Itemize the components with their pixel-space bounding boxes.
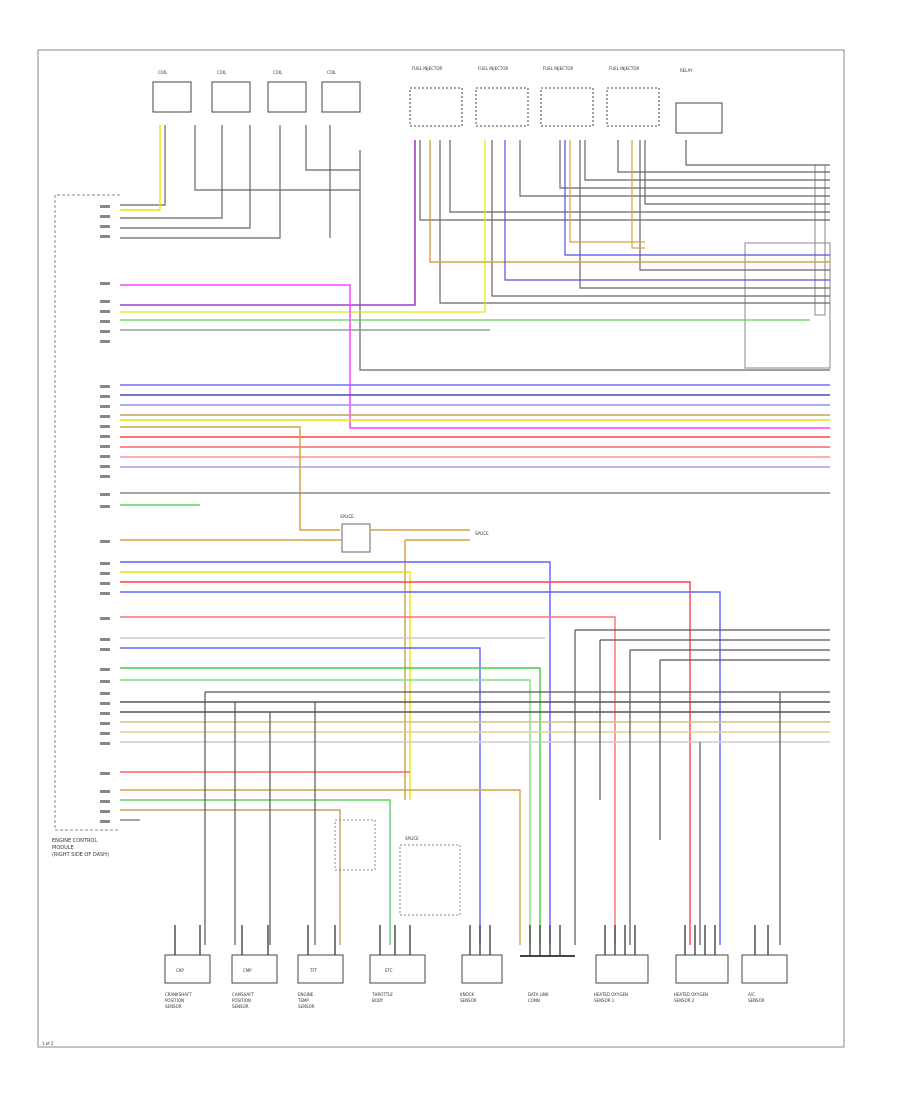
wire-blue-2: [564, 140, 830, 256]
wires-mid-bus: [120, 384, 830, 531]
comp-cmp-box-label: CMP: [243, 968, 252, 973]
comp-3-caption-2: TEMP: [297, 998, 309, 1003]
comp-cmp: [231, 954, 278, 984]
splice-label-1: SPLICE: [340, 514, 354, 519]
comp-1-caption-3: SENSOR: [165, 1004, 182, 1009]
comp-2-caption-1: CAMSHAFT: [232, 992, 254, 997]
dashed-box-1: [399, 844, 461, 916]
comp-4-caption-2: BODY: [372, 998, 384, 1003]
comp-7-caption-2: SENSOR 1: [594, 998, 615, 1003]
injector-1: [409, 87, 463, 127]
comp-2-caption-2: POSITION: [232, 998, 251, 1003]
comp-6-caption-1: DATA LINK: [528, 992, 549, 997]
comp-knock: [461, 954, 503, 984]
component-pins: [174, 925, 769, 955]
wire-orange-6: [404, 539, 470, 800]
page-ref: 1 of 2: [42, 1041, 54, 1046]
comp-1-caption-2: POSITION: [165, 998, 184, 1003]
coil-4: [321, 81, 361, 113]
coil-3-label: COIL: [273, 70, 283, 75]
comp-3-caption-1: ENGINE: [298, 992, 314, 997]
coil-2: [211, 81, 251, 113]
comp-9-caption-2: SENSOR: [748, 998, 765, 1003]
comp-tft: [297, 954, 344, 984]
comp-tft-box-label: TFT: [309, 968, 318, 973]
injector-3: [540, 87, 594, 127]
comp-5-caption-2: SENSOR: [460, 998, 477, 1003]
comp-ac: [741, 954, 788, 984]
ecm-label-1: ENGINE CONTROL: [52, 838, 97, 844]
wire-yellow-1: [120, 125, 161, 211]
comp-6-caption-2: CONN: [528, 998, 540, 1003]
comp-7-caption-1: HEATED OXYGEN: [594, 992, 628, 997]
wire-purple-1: [120, 140, 416, 306]
comp-3-caption-3: SENSOR: [298, 1004, 315, 1009]
splice-label-3: SPLICE: [405, 836, 419, 841]
coil-2-label: COIL: [217, 70, 227, 75]
comp-etc-box-label: ETC: [385, 968, 393, 973]
injector-4: [606, 87, 660, 127]
ecm-label-2: MODULE: [52, 845, 74, 851]
wires-gray-top: [120, 125, 830, 371]
wire-blue-1: [504, 140, 830, 281]
top-injector-group: FUEL INJECTOR FUEL INJECTOR FUEL INJECTO…: [409, 66, 660, 127]
coil-1: [152, 81, 192, 113]
splice-label-2: SPLICE: [475, 531, 489, 536]
wire-orange-1: [429, 140, 830, 263]
diagram-border: [37, 49, 845, 1048]
dashed-box-2: [334, 819, 376, 871]
comp-etc: [369, 954, 426, 984]
comp-2-caption-3: SENSOR: [232, 1004, 249, 1009]
comp-ckp: [164, 954, 211, 984]
bottom-components: CKP CMP TFT ETC CRANKSHAFT POSITION SENS…: [164, 954, 788, 1009]
injector-2-label: FUEL INJECTOR: [478, 66, 509, 71]
comp-5-caption-1: KNOCK: [460, 992, 475, 997]
wire-orange-2: [569, 140, 645, 243]
top-coil-group: COIL COIL COIL COIL: [152, 70, 361, 113]
comp-8-caption-1: HEATED OXYGEN: [674, 992, 708, 997]
injector-3-label: FUEL INJECTOR: [543, 66, 574, 71]
coil-1-label: COIL: [158, 70, 168, 75]
wires-right-lower: [204, 629, 830, 945]
wires-lower-bus: [120, 561, 830, 945]
wire-magenta-1: [120, 284, 830, 429]
relay-box: [675, 102, 723, 134]
comp-8-caption-2: SENSOR 2: [674, 998, 695, 1003]
injector-1-label: FUEL INJECTOR: [412, 66, 443, 71]
comp-4-caption-1: THROTTLE: [371, 992, 393, 997]
injector-2: [475, 87, 529, 127]
wire-orange-3: [631, 140, 645, 249]
injector-4-label: FUEL INJECTOR: [609, 66, 640, 71]
coil-4-label: COIL: [327, 70, 337, 75]
comp-ho2s-1: [595, 954, 649, 984]
comp-dlc: [520, 955, 575, 957]
wire-yellow-2: [120, 140, 486, 313]
ecm-label-3: (RIGHT SIDE OF DASH): [52, 852, 109, 858]
splice-box-1: [341, 523, 371, 553]
right-connector-2: [744, 242, 831, 369]
comp-ho2s-2: [675, 954, 729, 984]
coil-3: [267, 81, 307, 113]
ecm-outline: [54, 194, 120, 831]
relay-label: RELAY: [680, 68, 693, 73]
comp-9-caption-1: A/C: [748, 992, 755, 997]
ecm-pin-labels: [100, 205, 110, 823]
comp-ckp-box-label: CKP: [176, 968, 184, 973]
comp-1-caption-1: CRANKSHAFT: [165, 992, 192, 997]
